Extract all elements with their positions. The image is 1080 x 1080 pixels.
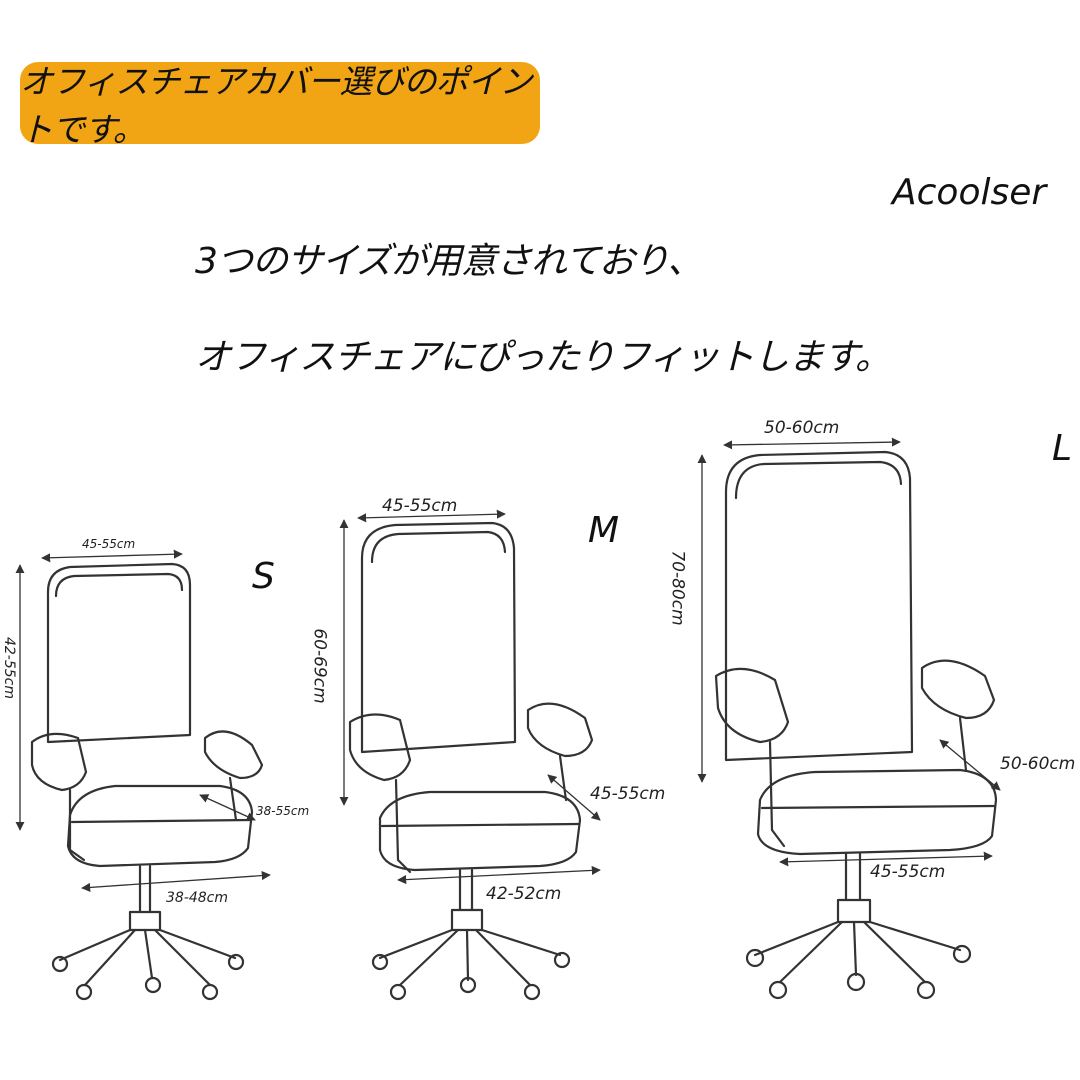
- description-line-1: 3つのサイズが用意されており、: [195, 241, 703, 282]
- description-line-2: オフィスチェアにぴったりフィットします。: [195, 337, 891, 378]
- brand-name: Acoolser: [892, 172, 1047, 213]
- l-seat: 45-55cm: [870, 862, 946, 882]
- l-armrest: 50-60cm: [1000, 754, 1076, 774]
- chair-s-dimension-lines: [15, 549, 271, 892]
- title-banner: オフィスチェアカバー選びのポイントです。: [20, 62, 540, 149]
- s-seat: 38-48cm: [166, 890, 229, 906]
- m-armrest: 45-55cm: [590, 784, 666, 804]
- l-back-height: 70-80cm: [667, 550, 688, 626]
- chair-s-drawing: [30, 562, 264, 1001]
- m-back-width: 45-55cm: [382, 496, 458, 516]
- size-label-l: L: [1052, 428, 1073, 469]
- s-back-height: 42-55cm: [1, 636, 18, 700]
- chair-m-drawing: [348, 521, 594, 1001]
- chair-m-dimension-lines: [339, 509, 601, 885]
- m-back-height: 60-69cm: [309, 628, 330, 704]
- size-label-s: S: [252, 556, 275, 597]
- l-back-width: 50-60cm: [764, 418, 840, 438]
- chair-l-drawing: [714, 450, 998, 1000]
- chair-l-dimension-lines: [697, 437, 1001, 867]
- m-seat: 42-52cm: [486, 884, 562, 904]
- s-armrest: 38-55cm: [256, 804, 310, 818]
- s-back-width: 45-55cm: [82, 537, 136, 551]
- size-label-m: M: [588, 510, 620, 551]
